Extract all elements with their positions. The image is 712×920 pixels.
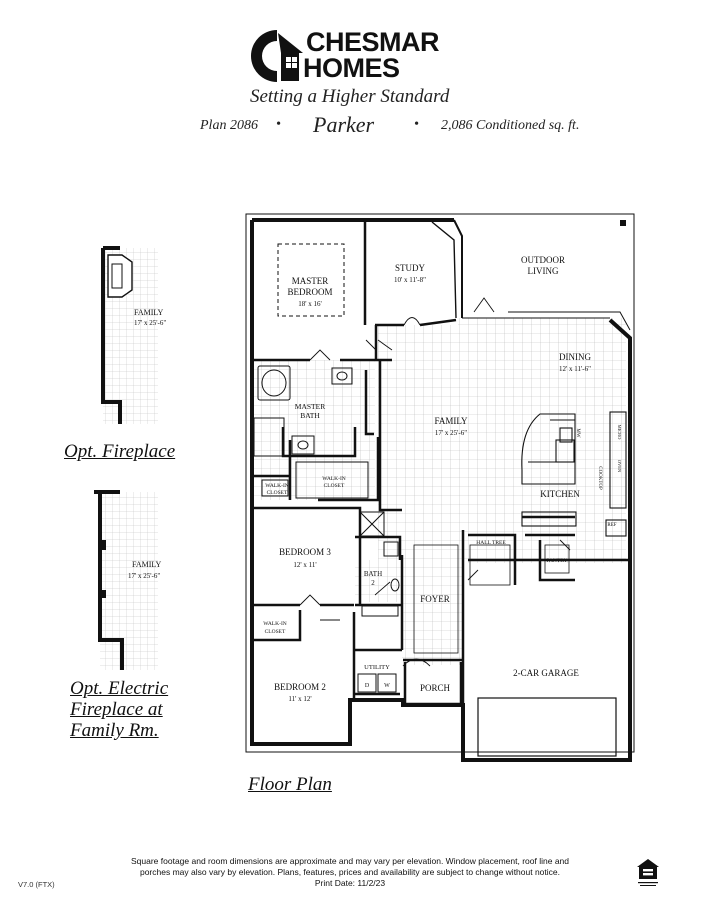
- outdoor-living-corner: [508, 311, 631, 331]
- label-study-dim: 10' x 11'-8": [394, 276, 426, 284]
- brand-name-line1: CHESMAR: [306, 27, 440, 57]
- tagline: Setting a Higher Standard: [250, 86, 450, 107]
- option-fireplace-plan: FAMILY 17' x 25'-6": [101, 246, 166, 424]
- label-dining-dim: 12' x 11'-6": [559, 365, 591, 373]
- option-electric-label: Opt. Electric Fireplace at Family Rm.: [70, 678, 168, 741]
- label-bath2-num: 2: [371, 579, 375, 587]
- label-dining: DINING: [559, 352, 591, 362]
- label-utility: UTILITY: [364, 664, 390, 671]
- label-family: FAMILY: [435, 416, 468, 426]
- option-electric-label-line3: Family Rm.: [70, 720, 159, 741]
- master-bath-fixtures: [253, 243, 369, 499]
- option-fireplace-dim: 17' x 25'-6": [134, 319, 166, 327]
- option-electric-dim: 17' x 25'-6": [128, 572, 160, 580]
- option-fireplace-label: Opt. Fireplace: [64, 441, 176, 462]
- label-oven: OVEN: [617, 460, 622, 473]
- bath2-fixtures: [357, 511, 400, 693]
- option-electric-label-line1: Opt. Electric: [70, 678, 169, 699]
- version-tag: V7.0 (FTX): [18, 880, 55, 889]
- option-electric-room: FAMILY: [132, 560, 161, 569]
- label-bedroom2: BEDROOM 2: [274, 682, 326, 692]
- label-foyer: FOYER: [420, 594, 450, 604]
- study-bay: [431, 221, 457, 319]
- label-master-bedroom-dim: 18' x 16': [298, 300, 322, 308]
- label-hall-tree: HALL TREE: [476, 540, 506, 546]
- exterior-walls: [245, 213, 635, 762]
- house-c-logo-icon: [251, 30, 303, 82]
- brand-logo: CHESMAR HOMES: [248, 27, 470, 85]
- label-walkin-bed2: WALK-IN: [263, 621, 287, 627]
- label-walkin-master: WALK-IN: [322, 476, 346, 482]
- label-dryer: D: [365, 683, 370, 689]
- label-cooktop: COOKTOP: [597, 466, 602, 490]
- label-porch: PORCH: [420, 683, 451, 693]
- label-study: STUDY: [395, 263, 426, 273]
- label-master-bedroom-2: BEDROOM: [287, 287, 332, 297]
- disclaimer: Square footage and room dimensions are a…: [100, 856, 600, 889]
- option-electric-plan: FAMILY 17' x 25'-6": [94, 490, 161, 670]
- label-walkin-master-2: CLOSET: [324, 483, 345, 489]
- kitchen-fixtures: [521, 411, 627, 537]
- label-bath2: BATH: [364, 570, 382, 578]
- label-mw: MW: [575, 428, 580, 437]
- label-pantry: PANTRY: [546, 558, 567, 564]
- label-walkin-closet-small-2: CLOSET: [267, 490, 288, 496]
- label-master-bath: MASTER: [295, 402, 325, 411]
- equal-housing-icon: [637, 859, 659, 886]
- print-date: Print Date: 11/2/23: [314, 878, 386, 888]
- label-bedroom3-dim: 12' x 11': [293, 561, 316, 569]
- floor-plan-label: Floor Plan: [248, 774, 332, 795]
- label-bedroom2-dim: 11' x 12': [288, 695, 311, 703]
- label-walkin-closet-small: WALK-IN: [265, 483, 289, 489]
- room-labels: MASTER BEDROOM 18' x 16' STUDY 10' x 11'…: [263, 255, 622, 703]
- disclaimer-line2: porches may also vary by elevation. Plan…: [139, 867, 561, 877]
- tile-flooring: [250, 318, 626, 665]
- separator-dot: •: [414, 117, 419, 132]
- label-walkin-bed2-2: CLOSET: [265, 629, 286, 635]
- garage-and-foyer: [413, 544, 617, 757]
- brand-name-line2: HOMES: [303, 53, 400, 83]
- option-fireplace-room: FAMILY: [134, 308, 163, 317]
- plan-name: Parker: [313, 112, 375, 137]
- interior-walls: [252, 220, 630, 760]
- label-ref: REF: [607, 523, 616, 528]
- label-outdoor-living: OUTDOOR: [521, 255, 565, 265]
- label-family-dim: 17' x 25'-6": [435, 429, 467, 437]
- label-master-bedroom: MASTER: [292, 276, 329, 286]
- separator-dot: •: [276, 117, 281, 132]
- label-garage: 2-CAR GARAGE: [513, 668, 579, 678]
- door-swings: [299, 297, 571, 667]
- label-outdoor-living-2: LIVING: [528, 266, 559, 276]
- option-electric-label-line2: Fireplace at: [70, 699, 163, 720]
- plan-number: Plan 2086: [200, 118, 258, 133]
- disclaimer-line1: Square footage and room dimensions are a…: [131, 856, 569, 866]
- corner-marker: [620, 220, 626, 226]
- label-master-bath-2: BATH: [300, 411, 320, 420]
- label-kitchen: KITCHEN: [540, 489, 580, 499]
- label-washer: W: [384, 683, 390, 689]
- label-bedroom3: BEDROOM 3: [279, 547, 331, 557]
- plan-sqft: 2,086 Conditioned sq. ft.: [441, 118, 580, 133]
- label-micro: MICRO: [617, 425, 622, 441]
